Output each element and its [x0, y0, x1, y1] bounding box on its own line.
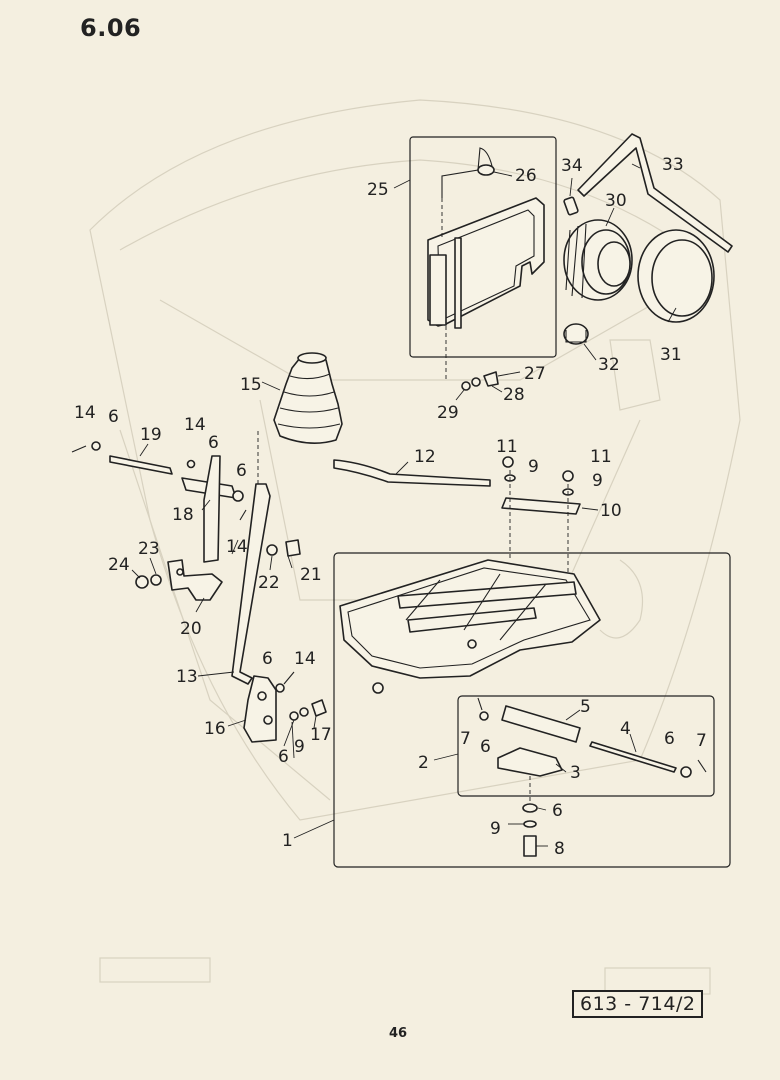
callout-6-lower-top: 6 [262, 649, 273, 669]
callout-7-left: 7 [460, 729, 471, 749]
callout-9-bottom: 9 [490, 819, 501, 839]
callout-6-inner-right: 6 [664, 729, 675, 749]
callout-6-upper: 6 [208, 433, 219, 453]
callout-18: 18 [172, 505, 194, 525]
callout-3: 3 [570, 763, 581, 783]
callout-10: 10 [600, 501, 622, 521]
callout-34: 34 [561, 156, 583, 176]
callout-14-mid: 14 [226, 537, 248, 557]
callout-14-upper: 14 [184, 415, 206, 435]
callout-7-right: 7 [696, 731, 707, 751]
callout-16: 16 [204, 719, 226, 739]
callout-33: 33 [662, 155, 684, 175]
gear-lever-boot [273, 352, 343, 444]
callout-27: 27 [524, 364, 546, 384]
callout-22: 22 [258, 573, 280, 593]
callout-20: 20 [180, 619, 202, 639]
callout-15: 15 [240, 375, 262, 395]
section-number: 6.06 [80, 14, 142, 42]
callout-9-left: 9 [528, 457, 539, 477]
linkage-parts [71, 430, 327, 743]
callout-6-lower: 6 [278, 747, 289, 767]
callout-5: 5 [580, 697, 591, 717]
callout-8: 8 [554, 839, 565, 859]
ghost-vehicle-outline [89, 99, 741, 995]
leader-lines [131, 163, 677, 847]
callout-24: 24 [108, 555, 130, 575]
callout-17: 17 [310, 725, 332, 745]
cap-and-cable-group [563, 133, 733, 345]
callout-9-right: 9 [592, 471, 603, 491]
callout-32: 32 [598, 355, 620, 375]
callout-31: 31 [660, 345, 682, 365]
callout-13: 13 [176, 667, 198, 687]
callout-6-top-left: 6 [108, 407, 119, 427]
callout-23: 23 [138, 539, 160, 559]
callout-6-inner-left: 6 [480, 737, 491, 757]
callout-25: 25 [367, 180, 389, 200]
upper-assembly-frame [409, 136, 557, 358]
callout-26: 26 [515, 166, 537, 186]
callout-29: 29 [437, 403, 459, 423]
callout-30: 30 [605, 191, 627, 211]
drawing-number-box: 613 - 714/2 [572, 990, 704, 1018]
callout-6-bottom: 6 [552, 801, 563, 821]
callout-11-right: 11 [590, 447, 612, 467]
callout-12: 12 [414, 447, 436, 467]
callout-11-left: 11 [496, 437, 518, 457]
callout-21: 21 [300, 565, 322, 585]
callout-4: 4 [620, 719, 631, 739]
callout-19: 19 [140, 425, 162, 445]
callout-1: 1 [282, 831, 293, 851]
mid-parts [333, 326, 581, 590]
callout-labels: 25 26 34 30 33 31 32 27 28 29 15 14 6 19… [74, 155, 707, 859]
callout-6-mid: 6 [236, 461, 247, 481]
callout-2: 2 [418, 753, 429, 773]
lower-assembly-frame [333, 552, 731, 868]
page-number: 46 [389, 1026, 408, 1041]
callout-14-lower: 14 [294, 649, 316, 669]
callout-14-top-left: 14 [74, 403, 96, 423]
callout-9-lower: 9 [294, 737, 305, 757]
callout-28: 28 [503, 385, 525, 405]
